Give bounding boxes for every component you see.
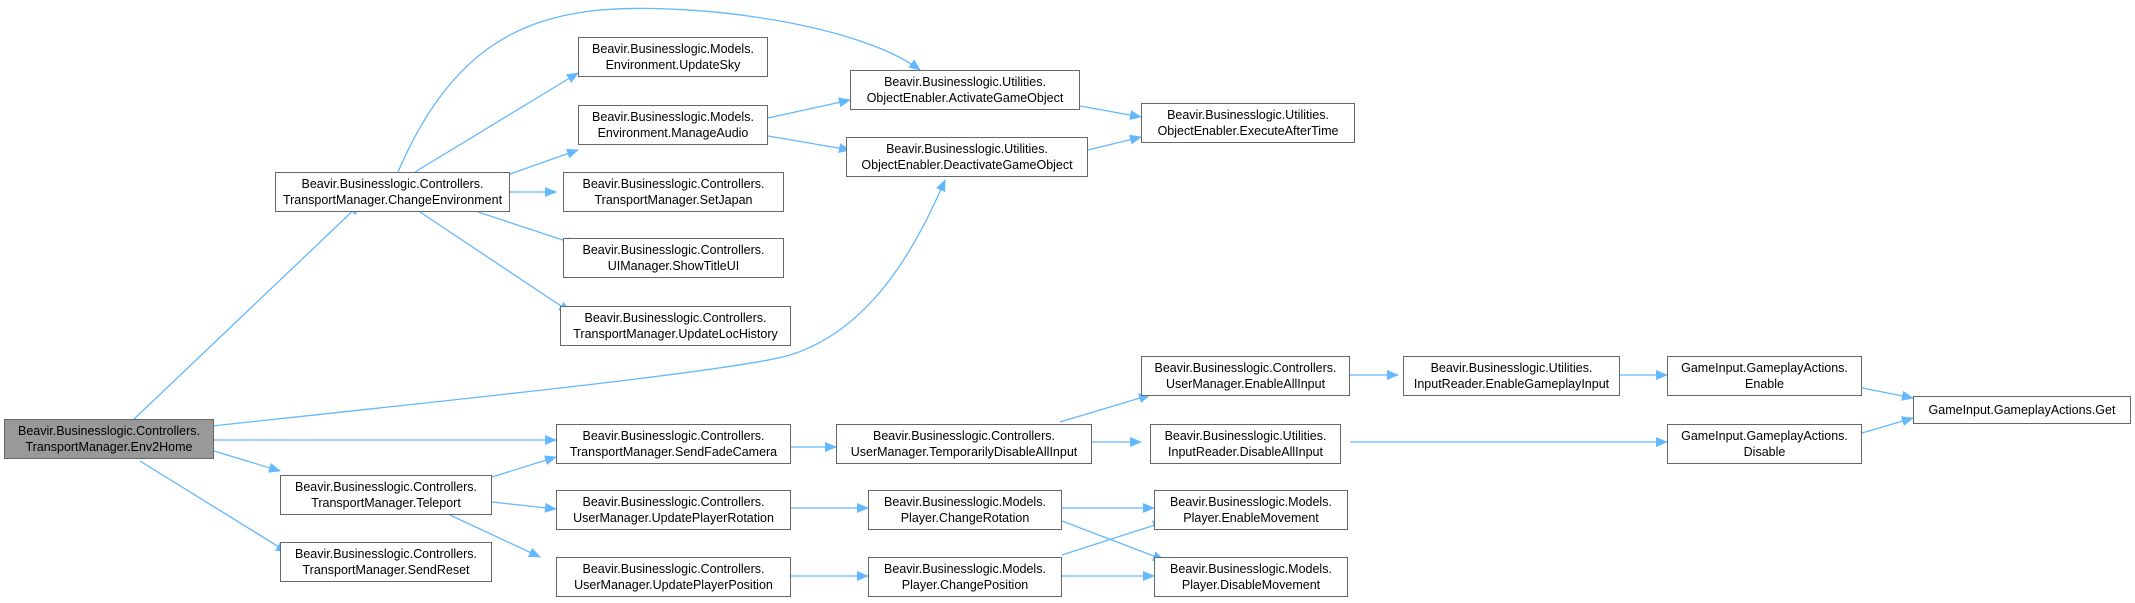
node-player-enablemovement[interactable]: Beavir.Businesslogic.Models. Player.Enabl… [1154, 490, 1348, 530]
node-enablegameplayinput-line-2: InputReader.EnableGameplayInput [1413, 377, 1610, 391]
node-player-changeposition[interactable]: Beavir.Businesslogic.Models. Player.Chang… [868, 557, 1062, 597]
node-gaenable-line-1: GameInput.GameplayActions. [1681, 361, 1848, 375]
node-updateplayerposition-line-1: Beavir.Businesslogic.Controllers. [582, 562, 765, 576]
node-updateplayerrotation-line-2: UserManager.UpdatePlayerRotation [573, 511, 774, 525]
node-transportmanager-env2home[interactable]: Beavir.Businesslogic.Controllers. Transpo… [4, 419, 214, 459]
node-deactivatego-line-1: Beavir.Businesslogic.Utilities. [886, 142, 1048, 156]
node-changeenv-line-1: Beavir.Businesslogic.Controllers. [301, 177, 484, 191]
node-player-disablemovement[interactable]: Beavir.Businesslogic.Models. Player.Disab… [1154, 557, 1348, 597]
node-teleport-line-2: TransportManager.Teleport [311, 496, 461, 510]
edge-env2home-teleport [213, 450, 281, 473]
node-inputreader-enablegameplayinput[interactable]: Beavir.Businesslogic.Utilities. InputRead… [1403, 356, 1620, 396]
node-inputreader-disableallinput[interactable]: Beavir.Businesslogic.Utilities. InputRead… [1150, 424, 1341, 464]
node-executeaftertime-line-2: ObjectEnabler.ExecuteAfterTime [1157, 124, 1339, 138]
edge-env2home-changeenvironment [131, 203, 361, 422]
node-uimanager-showtitleui[interactable]: Beavir.Businesslogic.Controllers. UIManag… [563, 238, 784, 278]
node-activatego-line-1: Beavir.Businesslogic.Utilities. [884, 75, 1046, 89]
node-manageaudio-line-2: Environment.ManageAudio [597, 126, 749, 140]
edge-gameplayactionsdisable-get [1861, 416, 1914, 434]
node-manageaudio-line-1: Beavir.Businesslogic.Models. [592, 110, 754, 124]
node-showtitleui-line-2: UIManager.ShowTitleUI [607, 259, 740, 273]
edge-changeenvironment-updatesky [414, 72, 579, 173]
node-setjapan-line-2: TransportManager.SetJapan [594, 193, 753, 207]
edge-deactivategameobject-executeaftertime [1087, 134, 1142, 151]
node-enablemovement-line-1: Beavir.Businesslogic.Models. [1170, 495, 1332, 509]
node-disableallinput-line-2: InputReader.DisableAllInput [1168, 445, 1323, 459]
node-enablegameplayinput-line-1: Beavir.Businesslogic.Utilities. [1430, 361, 1593, 375]
node-gadisable-line-2: Disable [1743, 445, 1786, 459]
edge-changerotation-disablemovement [1061, 520, 1165, 561]
node-changeenv-line-2: TransportManager.ChangeEnvironment [282, 193, 503, 207]
node-transportmanager-teleport[interactable]: Beavir.Businesslogic.Controllers. Transpo… [280, 475, 492, 515]
edge-manageaudio-activategameobject [767, 97, 851, 119]
edge-env2home-deactivategameobject [211, 179, 946, 427]
node-transportmanager-changeenvironment[interactable]: Beavir.Businesslogic.Controllers. Transpo… [275, 172, 510, 212]
node-environment-updatesky[interactable]: Beavir.Businesslogic.Models. Environment.… [578, 37, 768, 77]
node-env2home-line-1: Beavir.Businesslogic.Controllers. [17, 424, 201, 438]
node-executeaftertime-line-1: Beavir.Businesslogic.Utilities. [1167, 108, 1329, 122]
node-objectenabler-executeaftertime[interactable]: Beavir.Businesslogic.Utilities. ObjectEna… [1141, 103, 1355, 143]
node-updatesky-line-1: Beavir.Businesslogic.Models. [592, 42, 754, 56]
node-objectenabler-deactivategameobject[interactable]: Beavir.Businesslogic.Utilities. ObjectEna… [846, 137, 1088, 177]
node-enableallinput-line-2: UserManager.EnableAllInput [1165, 377, 1326, 391]
edge-env2home-sendreset [139, 460, 288, 553]
node-transportmanager-setjapan[interactable]: Beavir.Businesslogic.Controllers. Transpo… [563, 172, 784, 212]
node-usermanager-updateplayerrotation[interactable]: Beavir.Businesslogic.Controllers. UserMan… [556, 490, 791, 530]
node-sendreset-line-2: TransportManager.SendReset [302, 563, 470, 577]
node-gaenable-line-2: Enable [1745, 377, 1784, 391]
node-environment-manageaudio[interactable]: Beavir.Businesslogic.Models. Environment.… [578, 105, 768, 145]
node-transportmanager-updatelochistory[interactable]: Beavir.Businesslogic.Controllers. Transpo… [560, 306, 791, 346]
node-updatelochistory-line-1: Beavir.Businesslogic.Controllers. [584, 311, 767, 325]
edge-activategameobject-executeafterstime [1079, 105, 1142, 120]
node-gameplayactions-enable[interactable]: GameInput.GameplayActions. Enable [1667, 356, 1862, 396]
node-player-changerotation[interactable]: Beavir.Businesslogic.Models. Player.Chang… [868, 490, 1062, 530]
node-changerotation-line-1: Beavir.Businesslogic.Models. [884, 495, 1046, 509]
node-gadisable-line-1: GameInput.GameplayActions. [1681, 429, 1848, 443]
node-usermanager-enableallinput[interactable]: Beavir.Businesslogic.Controllers. UserMan… [1141, 356, 1350, 396]
node-usermanager-temporarilydisableallinput[interactable]: Beavir.Businesslogic.Controllers. UserMan… [836, 424, 1092, 464]
node-objectenabler-activategameobject[interactable]: Beavir.Businesslogic.Utilities. ObjectEna… [850, 70, 1080, 110]
node-usermanager-updateplayerposition[interactable]: Beavir.Businesslogic.Controllers. UserMan… [556, 557, 791, 597]
node-teleport-line-1: Beavir.Businesslogic.Controllers. [294, 480, 478, 494]
node-env2home-line-2: TransportManager.Env2Home [25, 440, 193, 454]
node-updatesky-line-2: Environment.UpdateSky [605, 58, 741, 72]
edge-gameplayactionsenable-get [1861, 387, 1914, 401]
node-disablemovement-line-1: Beavir.Businesslogic.Models. [1170, 562, 1332, 576]
node-setjapan-line-1: Beavir.Businesslogic.Controllers. [582, 177, 765, 191]
node-changerotation-line-2: Player.ChangeRotation [900, 511, 1030, 525]
node-updatelochistory-line-2: TransportManager.UpdateLocHistory [573, 327, 778, 341]
edge-changeenvironment-showtitleui [477, 211, 579, 247]
edge-changeposition-enablemovement [1061, 520, 1165, 556]
node-transportmanager-sendreset[interactable]: Beavir.Businesslogic.Controllers. Transpo… [280, 542, 492, 582]
node-gameplayactions-get[interactable]: GameInput.GameplayActions.Get [1913, 396, 2131, 424]
node-tempdisable-line-1: Beavir.Businesslogic.Controllers. [872, 429, 1056, 443]
edge-teleport-updateplayerposition [449, 514, 541, 558]
node-disablemovement-line-2: Player.DisableMovement [1181, 578, 1321, 592]
node-enableallinput-line-1: Beavir.Businesslogic.Controllers. [1154, 361, 1337, 375]
node-changeposition-line-1: Beavir.Businesslogic.Models. [884, 562, 1046, 576]
node-gaget-line-1: GameInput.GameplayActions.Get [1928, 403, 2116, 417]
edge-teleport-updateplayerrotation [491, 501, 557, 513]
edge-teleport-sendfadecamera [491, 455, 557, 478]
node-showtitleui-line-1: Beavir.Businesslogic.Controllers. [582, 243, 765, 257]
node-sendfadecamera-line-1: Beavir.Businesslogic.Controllers. [582, 429, 765, 443]
node-changeposition-line-2: Player.ChangePosition [901, 578, 1029, 592]
node-tempdisable-line-2: UserManager.TemporarilyDisableAllInput [850, 445, 1078, 459]
edge-changeenvironment-activategameobject [397, 7, 921, 173]
node-disableallinput-line-1: Beavir.Businesslogic.Utilities. [1164, 429, 1327, 443]
node-sendfadecamera-line-2: TransportManager.SendFadeCamera [569, 445, 778, 459]
edge-changeenvironment-updatelochistory [419, 211, 571, 313]
node-enablemovement-line-2: Player.EnableMovement [1183, 511, 1319, 525]
node-updateplayerposition-line-2: UserManager.UpdatePlayerPosition [574, 578, 773, 592]
edge-manageaudio-deactivategameobject [767, 135, 851, 154]
node-deactivatego-line-2: ObjectEnabler.DeactivateGameObject [861, 158, 1073, 172]
node-sendreset-line-1: Beavir.Businesslogic.Controllers. [294, 547, 478, 561]
edge-changeenvironment-manageaudio [509, 148, 579, 175]
node-gameplayactions-disable[interactable]: GameInput.GameplayActions. Disable [1667, 424, 1862, 464]
node-updateplayerrotation-line-1: Beavir.Businesslogic.Controllers. [582, 495, 765, 509]
node-activatego-line-2: ObjectEnabler.ActivateGameObject [866, 91, 1064, 105]
node-transportmanager-sendfadecamera[interactable]: Beavir.Businesslogic.Controllers. Transpo… [556, 424, 791, 464]
edge-temporarilydisableallinput-enableallinput [1059, 393, 1151, 423]
